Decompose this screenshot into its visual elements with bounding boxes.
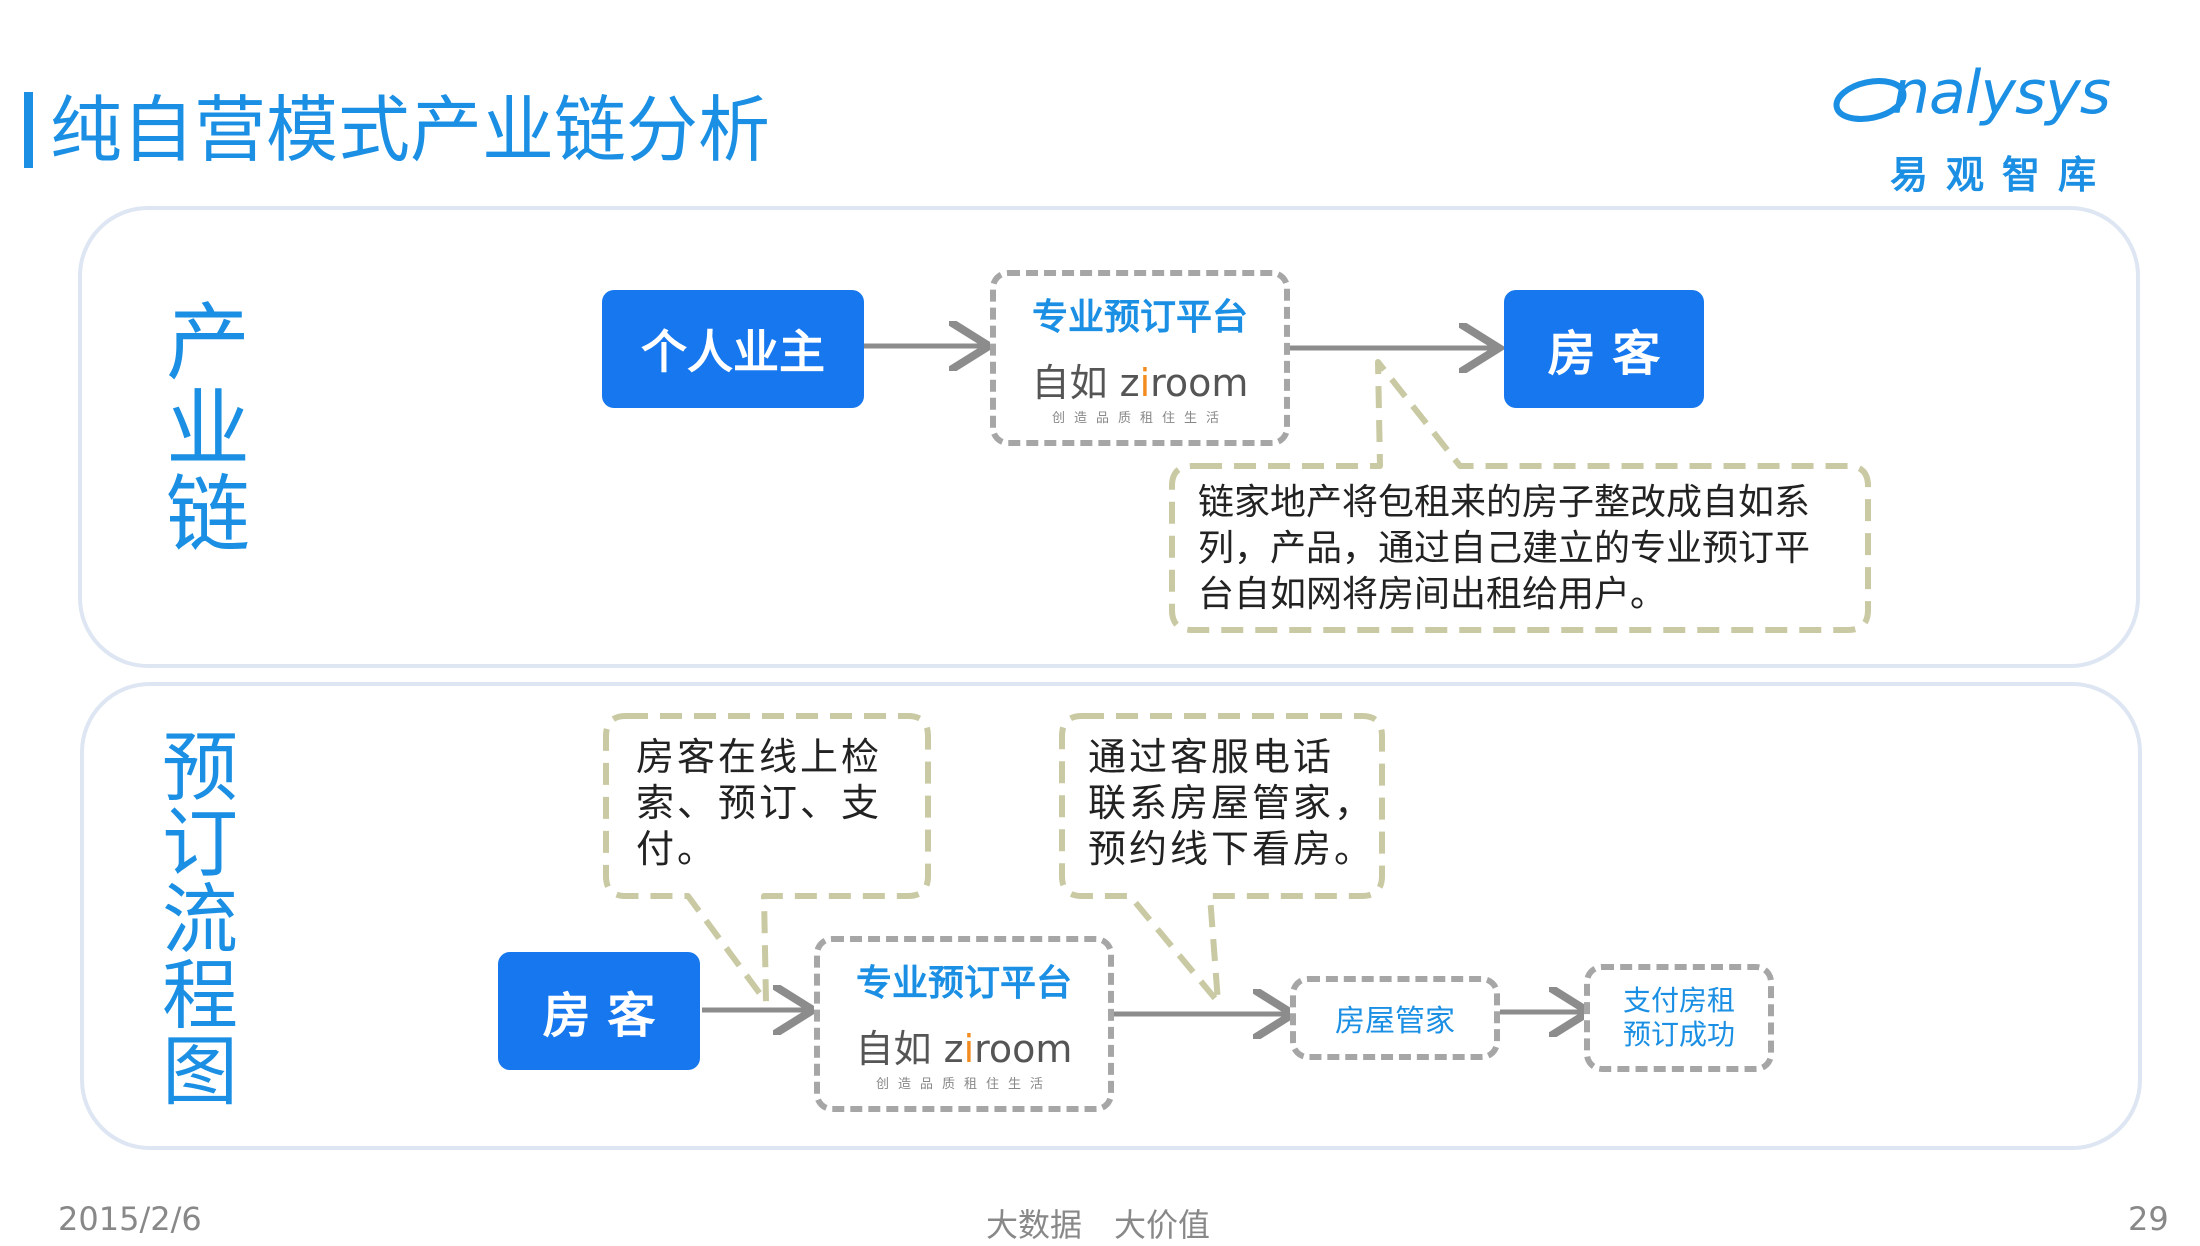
ziroom-logo: 自如 ziroom 创造品质租住生活 (996, 352, 1284, 426)
service-callout-shape (1059, 713, 1385, 1005)
housekeeper-box: 房屋管家 (1290, 976, 1500, 1060)
chain-callout-text: 链家地产将包租来的房子整改成自如系 列，产品，通过自己建立的专业预订平 台自如网… (1198, 482, 1811, 615)
footer-slogan: 大数据 大价值 (986, 1206, 1211, 1244)
ziroom-tagline: 创造品质租住生活 (875, 1077, 1052, 1092)
ziroom-tagline: 创造品质租住生活 (1051, 411, 1228, 426)
pay-success-box: 支付房租 预订成功 (1584, 964, 1774, 1072)
tenant-box-bottom: 房 客 (498, 952, 700, 1070)
booking-flow-vertical-title: 预订流程图 (162, 723, 238, 1116)
slide-title: 纯自营模式产业链分析 (50, 88, 771, 172)
platform-label: 专业预订平台 (1031, 297, 1248, 338)
ziroom-logo-text-b: room (1150, 361, 1249, 405)
ziroom-logo-text-b: room (974, 1027, 1073, 1071)
tenant-label: 房 客 (542, 988, 656, 1044)
ziroom-logo: 自如 ziroom 创造品质租住生活 (820, 1018, 1108, 1092)
page-number: 29 (2128, 1200, 2169, 1238)
chain-callout-shape (1169, 359, 1871, 633)
tenant-label: 房 客 (1547, 326, 1661, 382)
housekeeper-label: 房屋管家 (1335, 1004, 1455, 1039)
search-callout-text: 房客在线上检 索、预订、支 付。 (636, 735, 883, 871)
logo-swoosh-icon (1833, 78, 1907, 122)
title-accent-bar (24, 92, 33, 168)
owner-label: 个人业主 (641, 325, 825, 379)
analysys-logo: nalysys 易观智库 (1830, 58, 2160, 198)
logo-wordmark: nalysys (1892, 58, 2111, 128)
platform-box-top: 专业预订平台 自如 ziroom 创造品质租住生活 (990, 270, 1290, 446)
industry-chain-vertical-title: 产业链 (165, 294, 250, 564)
service-callout-text: 通过客服电话 联系房屋管家， 预约线下看房。 (1088, 735, 1376, 871)
ziroom-logo-text-i: i (1139, 361, 1151, 405)
logo-chinese: 易观智库 (1890, 153, 2115, 197)
ziroom-logo-text-a: 自如 z (855, 1027, 964, 1071)
pay-success-label: 支付房租 预订成功 (1622, 984, 1735, 1051)
platform-label: 专业预订平台 (855, 963, 1072, 1004)
search-callout-shape (603, 713, 931, 1005)
platform-box-bottom: 专业预订平台 自如 ziroom 创造品质租住生活 (814, 936, 1114, 1112)
owner-box: 个人业主 (602, 290, 864, 408)
tenant-box-top: 房 客 (1504, 290, 1704, 408)
ziroom-logo-text-i: i (963, 1027, 975, 1071)
footer-date: 2015/2/6 (58, 1200, 202, 1238)
ziroom-logo-text-a: 自如 z (1031, 361, 1140, 405)
